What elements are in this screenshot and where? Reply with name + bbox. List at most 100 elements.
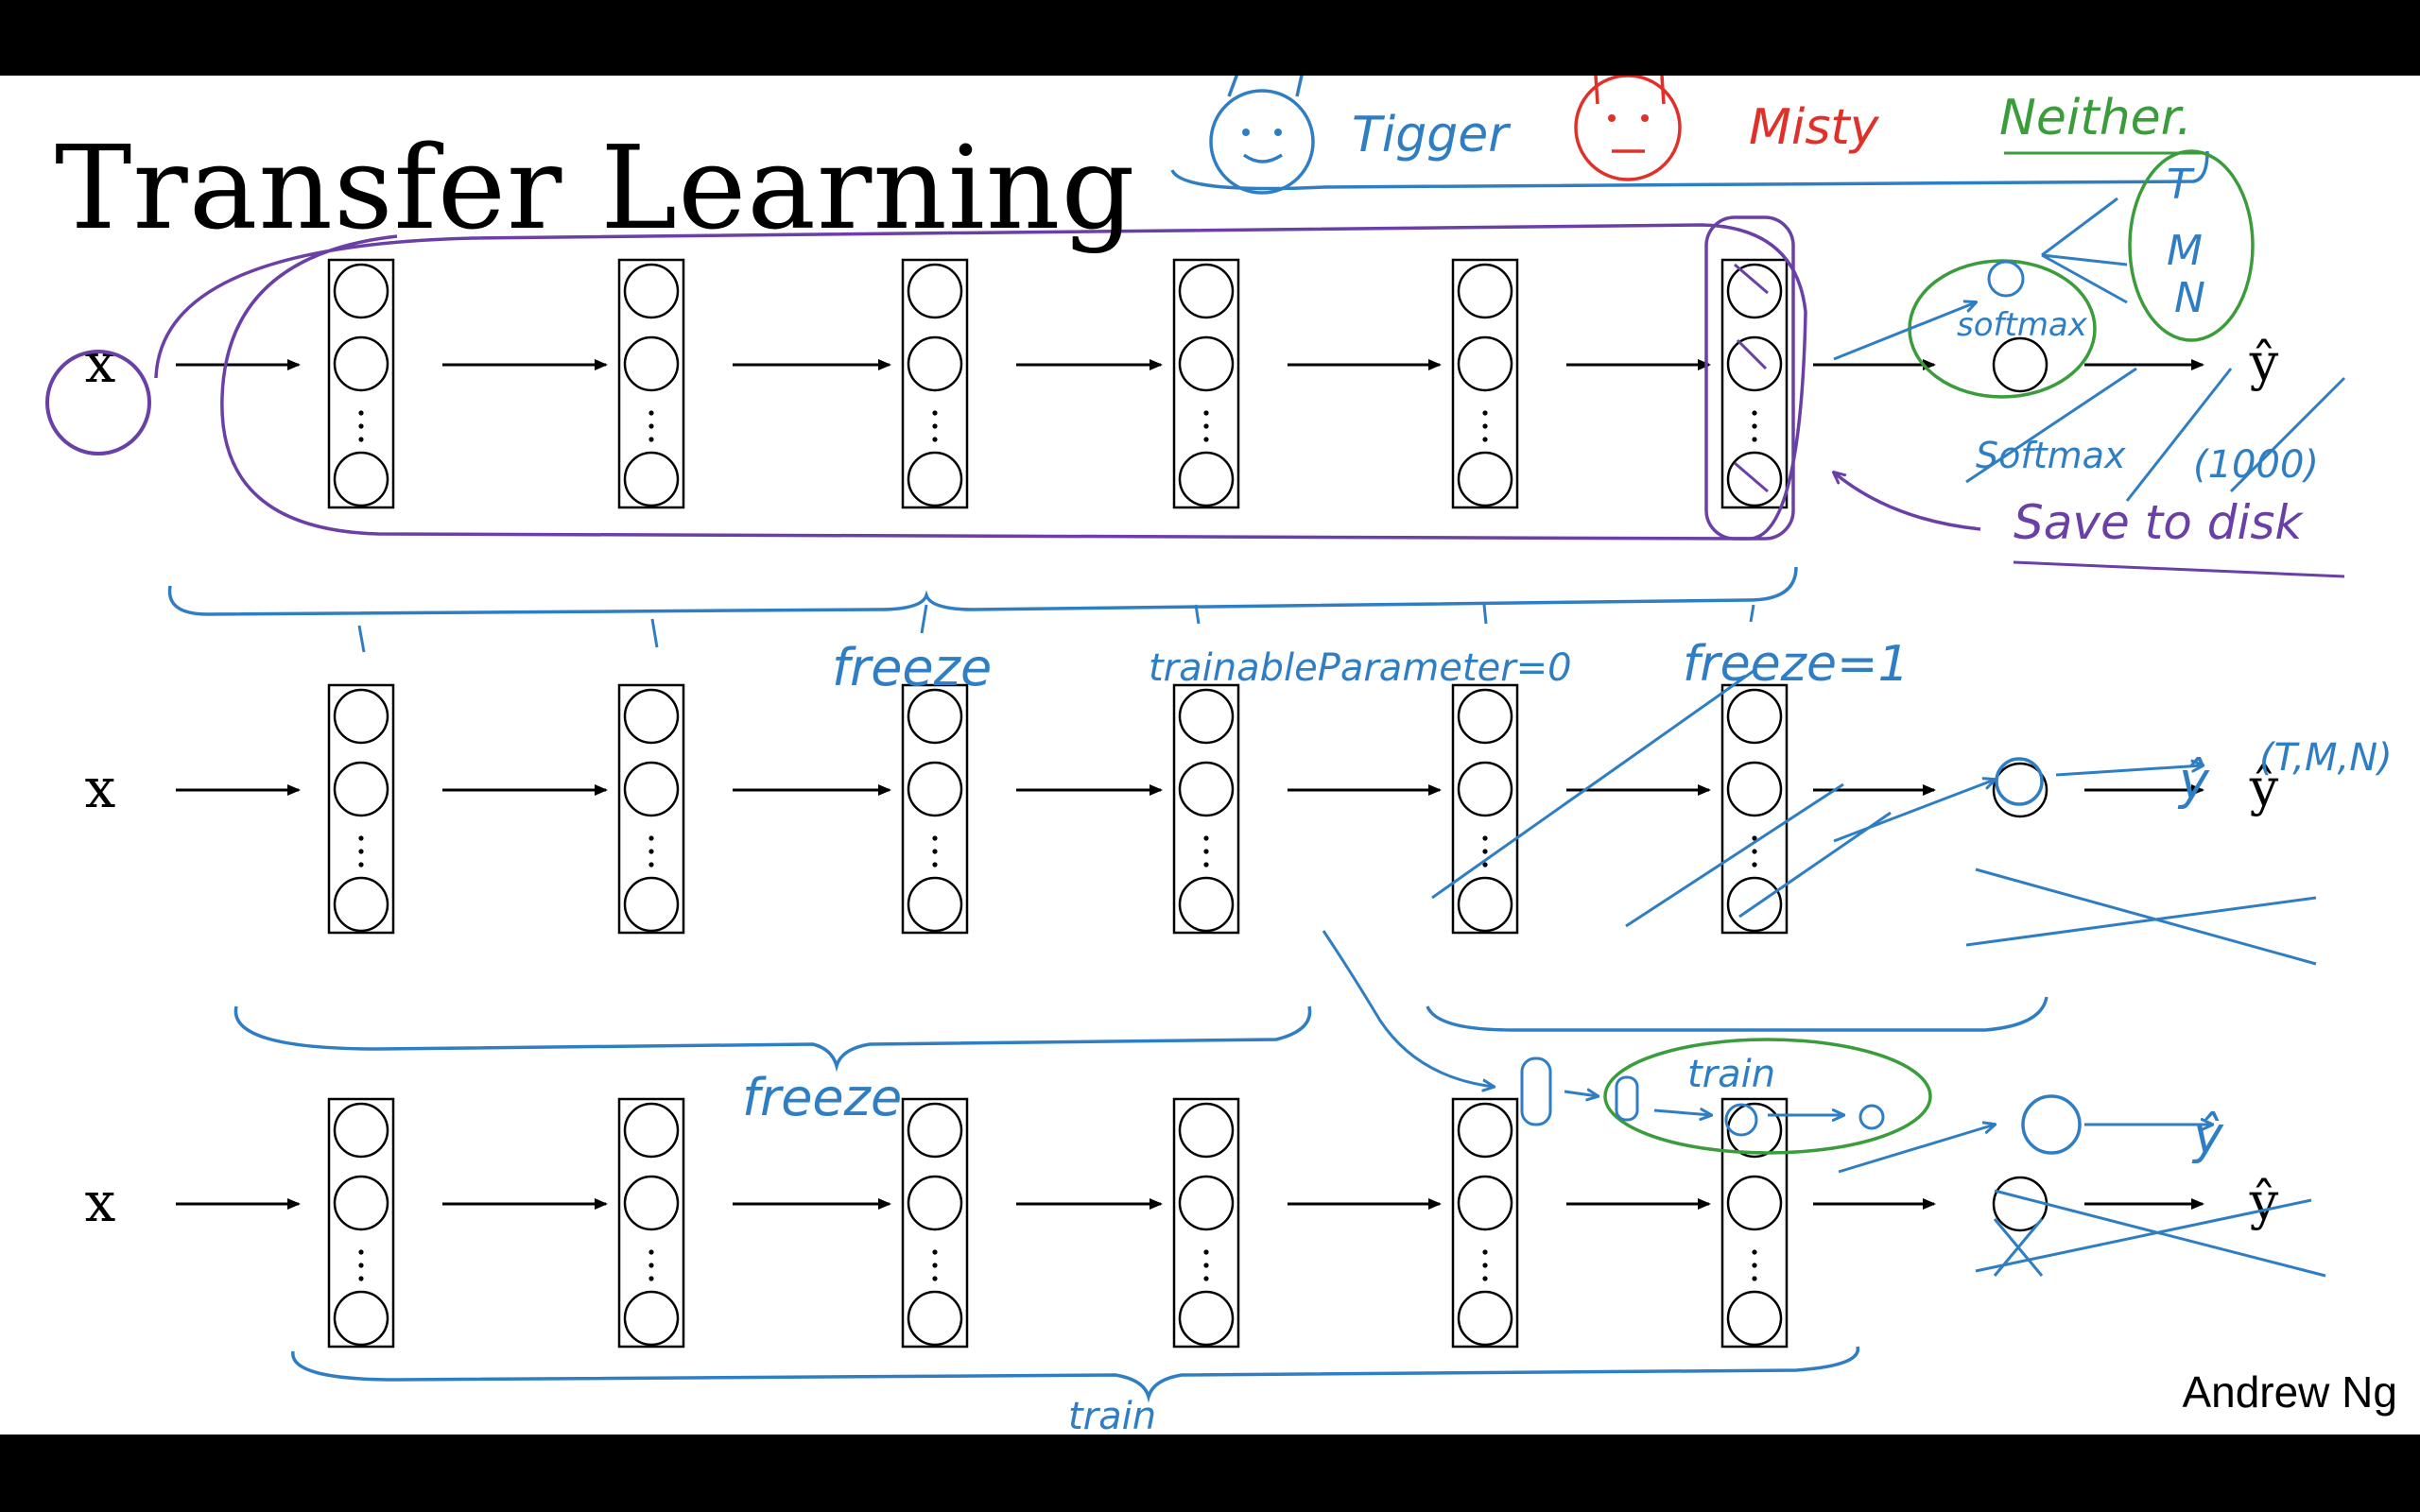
neuron (623, 1175, 680, 1231)
neuron (1178, 1175, 1235, 1231)
author-name: Andrew Ng (2182, 1367, 2397, 1417)
save-to-disk-label: Save to disk (2014, 495, 2304, 550)
row1-annotations: Save to disk softmax T M N Softmax (1000… (45, 149, 2346, 697)
hidden-layer-1 (327, 258, 395, 509)
output-y-hat-label: ŷ (2249, 758, 2279, 817)
neuron (907, 1102, 963, 1159)
neuron (623, 1102, 680, 1159)
neuron (623, 1290, 680, 1347)
neuron (907, 1290, 963, 1347)
output-y-hat-label: ŷ (2249, 333, 2279, 392)
neuron (1178, 1102, 1235, 1159)
hidden-layer-3 (901, 1097, 969, 1349)
neuron (333, 263, 389, 319)
hidden-layer-3 (901, 683, 969, 935)
hidden-layer-5 (1451, 258, 1519, 509)
misty-face-icon (1574, 76, 1682, 181)
tigger-label: Tigger (1352, 107, 1512, 163)
neuron (1726, 1102, 1783, 1159)
neuron (1457, 1290, 1513, 1347)
neuron (333, 876, 389, 933)
neuron (1457, 1102, 1513, 1159)
hidden-layer-6 (1720, 683, 1789, 935)
neuron (1726, 335, 1783, 392)
output-y-hat-label: ŷ (2249, 1172, 2279, 1231)
neuron (1457, 335, 1513, 392)
neuron (1178, 335, 1235, 392)
neuron (907, 876, 963, 933)
new-softmax-label: softmax (1957, 306, 2088, 344)
neuron (333, 688, 389, 745)
neuron (1457, 1175, 1513, 1231)
input-x-label: x (85, 1170, 116, 1234)
trainable-parameter-label: trainableParameter=0 (1149, 646, 1572, 690)
output-neuron (1992, 336, 2048, 393)
neuron (623, 761, 680, 817)
neuron (907, 335, 963, 392)
hidden-layer-5 (1451, 683, 1519, 935)
neuron (623, 263, 680, 319)
hidden-layer-6 (1720, 258, 1789, 509)
neuron (1178, 451, 1235, 507)
neuron (1726, 688, 1783, 745)
hidden-layer-3 (901, 258, 969, 509)
neuron (1457, 263, 1513, 319)
row2-freeze-label: freeze (742, 1068, 902, 1127)
hidden-layer-4 (1172, 683, 1240, 935)
row3-train-label: train (1068, 1395, 1156, 1435)
neither-label: Neither. (1999, 90, 2192, 146)
misty-label: Misty (1749, 99, 1880, 156)
neuron (907, 263, 963, 319)
tigger-face-icon (1209, 89, 1315, 195)
neuron (907, 688, 963, 745)
neuron (1178, 1290, 1235, 1347)
neuron (333, 1175, 389, 1231)
neuron (333, 1102, 389, 1159)
row3-new-output: ŷ (2191, 1106, 2224, 1165)
neuron (623, 335, 680, 392)
neuron (1726, 1175, 1783, 1231)
neuron (1457, 688, 1513, 745)
neuron (623, 876, 680, 933)
hidden-layer-1 (327, 1097, 395, 1349)
class-abbrev-t: T (2167, 161, 2195, 209)
neuron (623, 688, 680, 745)
class-legend: Tigger Misty Neither. (1170, 76, 2209, 195)
neuron (1726, 761, 1783, 817)
old-softmax-label: Softmax (1976, 435, 2126, 476)
neuron (907, 1175, 963, 1231)
hidden-layer-5 (1451, 1097, 1519, 1349)
neuron (333, 335, 389, 392)
neuron (333, 451, 389, 507)
output-neuron (1992, 762, 2048, 818)
input-circle (45, 350, 151, 455)
hidden-layer-2 (617, 258, 685, 509)
neuron (1726, 263, 1783, 319)
hidden-layer-2 (617, 1097, 685, 1349)
row2-annotations: ŷ (T,M,N) freeze train (233, 669, 2393, 1155)
row2-train-label: train (1687, 1053, 1775, 1096)
hidden-layer-2 (617, 683, 685, 935)
input-x-label: x (85, 331, 116, 395)
neuron (623, 451, 680, 507)
neuron (1726, 1290, 1783, 1347)
neuron (1726, 876, 1783, 933)
row3-annotations: ŷ train (291, 1094, 2326, 1435)
hidden-layer-1 (327, 683, 395, 935)
class-abbrev-n: N (2174, 274, 2205, 322)
freeze-flag-label: freeze=1 (1683, 636, 1910, 693)
neuron (907, 451, 963, 507)
class-abbrev-m: M (2167, 227, 2203, 275)
input-x-label: x (85, 756, 116, 820)
row2-new-output: ŷ (2177, 751, 2210, 811)
neuron (1178, 761, 1235, 817)
neuron (1178, 263, 1235, 319)
neuron (333, 761, 389, 817)
hidden-layer-4 (1172, 1097, 1240, 1349)
neuron (1457, 451, 1513, 507)
